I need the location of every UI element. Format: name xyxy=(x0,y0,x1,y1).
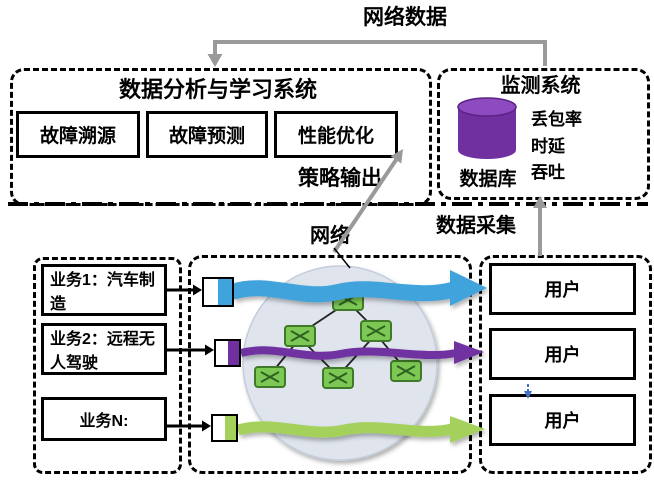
database-label: 数据库 xyxy=(459,169,517,190)
monitoring-system-title: 监测系统 xyxy=(500,75,581,97)
section-divider xyxy=(8,202,648,206)
purple-port-icon xyxy=(214,339,241,367)
service-n-box: 业务N: xyxy=(41,397,167,441)
module-performance-optimization: 性能优化 xyxy=(274,111,398,158)
network-data-connector xyxy=(213,40,547,66)
module-fault-tracing: 故障溯源 xyxy=(16,111,140,158)
metric-delay: 时延 xyxy=(531,137,565,156)
policy-output-label: 策略输出 xyxy=(298,167,382,190)
metric-packet-loss: 丢包率 xyxy=(531,110,582,129)
user-box-2: 用户 xyxy=(489,328,636,380)
data-collection-label: 数据采集 xyxy=(436,215,516,237)
green-port-icon xyxy=(211,414,238,442)
service-1-box: 业务1：汽车制造 xyxy=(41,264,167,316)
network-data-arrowhead xyxy=(207,54,223,67)
network-data-label: 网络数据 xyxy=(363,6,447,29)
user-box-1: 用户 xyxy=(489,263,636,315)
metric-throughput: 吞吐 xyxy=(531,163,565,182)
service-2-box: 业务2：远程无人驾驶 xyxy=(41,323,167,375)
user-box-3: 用户 xyxy=(489,394,636,446)
users-box xyxy=(479,255,652,474)
analysis-system-title: 数据分析与学习系统 xyxy=(118,77,317,102)
network-label: 网络 xyxy=(310,225,350,247)
module-fault-prediction: 故障预测 xyxy=(146,111,268,158)
blue-port-icon xyxy=(202,277,234,307)
network-box xyxy=(188,255,472,474)
services-box xyxy=(33,257,182,474)
